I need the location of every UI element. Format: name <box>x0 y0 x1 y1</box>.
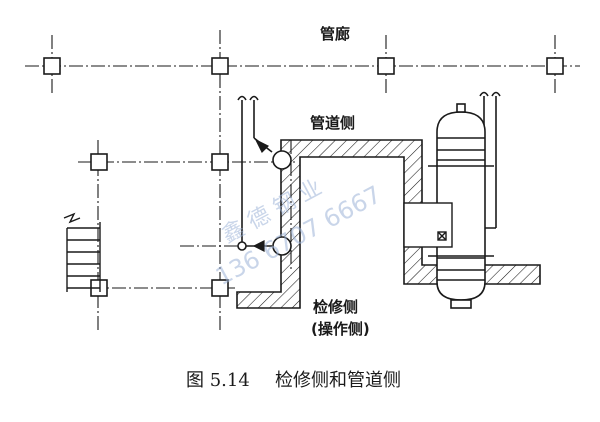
arrows <box>252 138 270 252</box>
figure-title: 检修侧和管道侧 <box>275 370 401 391</box>
nozzle <box>237 241 247 251</box>
nozzle <box>272 150 292 170</box>
stairs <box>63 212 101 292</box>
column-marker <box>211 279 229 297</box>
arrow-head <box>254 138 270 154</box>
nozzle <box>272 236 292 256</box>
column-marker <box>546 57 564 75</box>
label-pipe-side: 管道侧 <box>310 114 355 132</box>
vessel-body <box>436 111 486 301</box>
column-marker <box>211 57 229 75</box>
vessel-cap <box>456 103 466 113</box>
platform <box>403 202 453 248</box>
columns <box>43 57 564 297</box>
label-maintenance-side: 检修侧 <box>313 298 358 316</box>
column-marker <box>211 153 229 171</box>
column-marker <box>90 153 108 171</box>
arrow-head <box>252 240 265 252</box>
column-marker <box>377 57 395 75</box>
vessel-skirt <box>450 299 472 309</box>
figure-number: 图 5.14 <box>186 370 250 391</box>
column-marker <box>43 57 61 75</box>
label-operation-side: (操作侧) <box>311 320 370 338</box>
vessel <box>428 103 494 309</box>
label-pipe-rack: 管廊 <box>320 25 350 43</box>
